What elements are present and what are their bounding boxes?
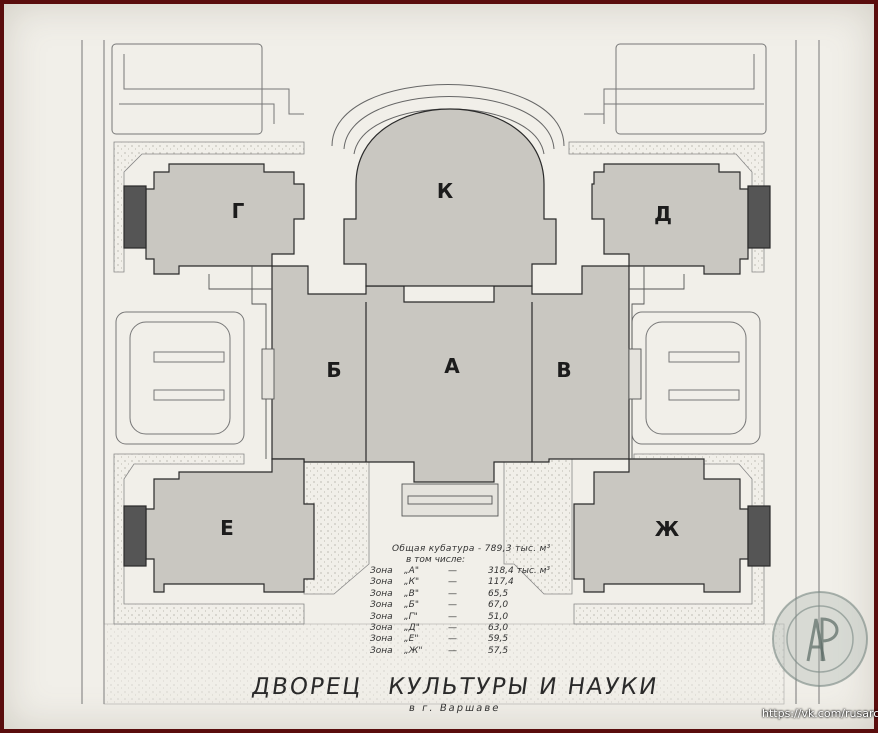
building-d (591, 163, 771, 275)
building-e (123, 458, 315, 593)
row-dash: — (448, 577, 457, 588)
zone-label-e: Е (220, 516, 234, 540)
legend-row: Зона „Е" — 59,5 (370, 634, 570, 645)
row-label: Зона (370, 588, 393, 599)
row-dash: — (448, 611, 457, 622)
legend-row: Зона „А" — 318,4 тыс. м³ (370, 566, 570, 577)
drawing-sheet: А Б В Г Д Е Ж К Общая кубатура - 789,3 т… (4, 4, 878, 729)
zone-label-k: К (436, 179, 454, 203)
row-label: Зона (370, 600, 393, 611)
row-label: Зона (370, 622, 393, 633)
top-parking (111, 43, 767, 135)
row-label: Зона (370, 611, 393, 622)
source-url: https://vk.com/rusarchives (762, 707, 878, 720)
document-subtitle: в г. Варшаве (408, 703, 502, 714)
zone-label-d: Д (654, 202, 672, 226)
row-value: 65,5 (488, 588, 509, 599)
row-dash: — (448, 600, 457, 611)
row-value: 57,5 (488, 645, 509, 656)
row-zone: „Б" (404, 600, 419, 611)
legend-row: Зона „К" — 117,4 (370, 577, 570, 588)
walkways (208, 266, 685, 517)
row-dash: — (448, 645, 457, 656)
zone-label-a: А (444, 354, 460, 378)
legend-row: Зона „Д" — 63,0 (370, 623, 570, 634)
zone-label-zh: Ж (654, 517, 680, 541)
row-value: 59,5 (488, 634, 509, 645)
row-dash: — (448, 588, 457, 599)
row-zone: „Е" (404, 634, 419, 645)
row-label: Зона (370, 577, 393, 588)
title-part-2: КУЛЬТУРЫ И НАУКИ (386, 674, 660, 700)
row-value: 67,0 (488, 600, 509, 611)
row-zone: „Г" (404, 611, 418, 622)
zone-label-b: Б (326, 358, 342, 382)
legend-row: Зона „В" — 65,5 (370, 589, 570, 600)
row-dash: — (448, 634, 457, 645)
lawn-areas (103, 141, 785, 705)
building-zh (573, 458, 771, 593)
legend-subheading: в том числе: (406, 555, 466, 565)
legend-row: Зона „Ж" — 57,5 (370, 646, 570, 657)
row-dash: — (448, 622, 457, 633)
row-zone: „Ж" (404, 645, 423, 656)
archive-seal-icon (772, 591, 868, 687)
building-k (343, 108, 557, 287)
row-zone: „А" (404, 566, 419, 576)
row-value: 117,4 (488, 577, 514, 588)
row-value: 51,0 (488, 611, 509, 622)
row-value: 63,0 (488, 622, 509, 633)
zone-label-v: В (556, 358, 572, 382)
zone-label-g: Г (231, 199, 245, 223)
site-plan (81, 40, 820, 705)
volume-legend: Общая кубатура - 789,3 тыс. м³ в том чис… (370, 544, 570, 657)
title-part-1: ДВОРЕЦ (250, 674, 364, 700)
legend-row: Зона „Г" — 51,0 (370, 612, 570, 623)
row-label: Зона (370, 634, 393, 645)
row-zone: „К" (404, 577, 420, 588)
row-label: Зона (370, 645, 393, 656)
legend-row: Зона „Б" — 67,0 (370, 600, 570, 611)
street-outlines (81, 40, 820, 704)
row-label: Зона (370, 566, 393, 576)
document-title: ДВОРЕЦ КУЛЬТУРЫ И НАУКИ (250, 674, 660, 700)
legend-heading: Общая кубатура - 789,3 тыс. м³ (392, 544, 551, 554)
row-dash: — (448, 566, 457, 576)
row-zone: „В" (404, 588, 419, 599)
row-value: 318,4 тыс. м³ (488, 566, 551, 576)
row-zone: „Д" (404, 622, 420, 633)
building-g (123, 163, 305, 275)
